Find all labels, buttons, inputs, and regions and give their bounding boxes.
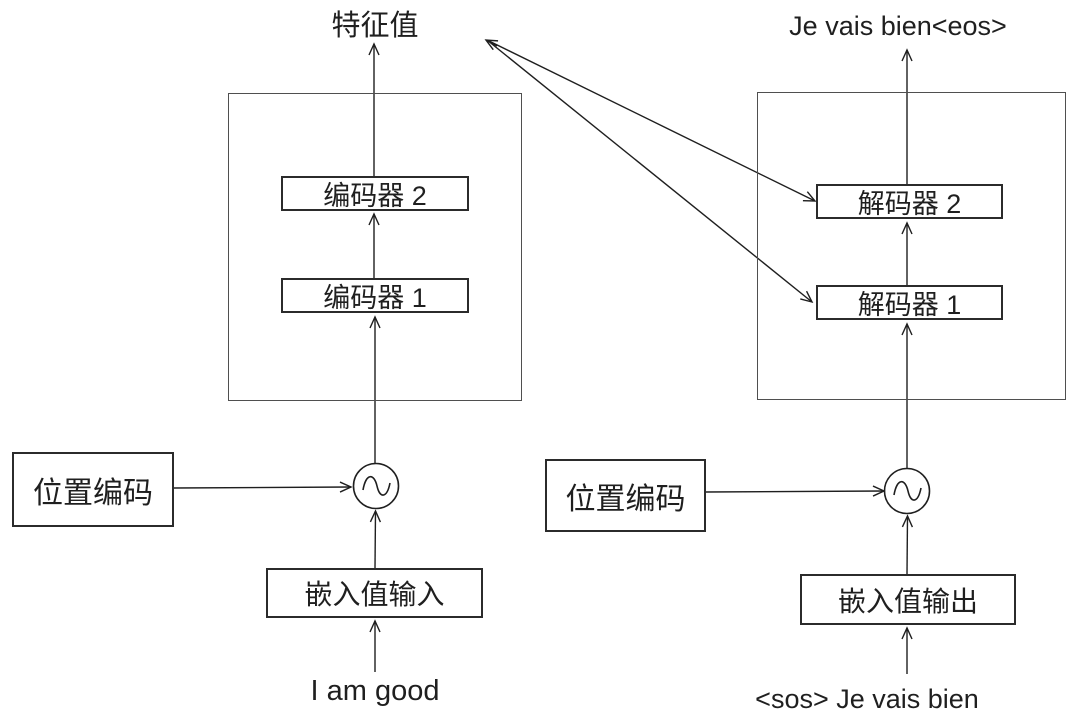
encoder-pos-encoding-box: 位置编码 (12, 452, 174, 527)
feature-fanout-arrowhead (484, 39, 499, 51)
encoder-embedding-box: 嵌入值输入 (266, 568, 483, 618)
sine-wave-icon (352, 462, 400, 510)
decoder-block-2: 解码器 2 (816, 184, 1003, 219)
posenc-to-posadd-arrow-right (705, 485, 886, 497)
sine-wave-icon (883, 467, 931, 515)
encoder-block-1: 编码器 1 (281, 278, 469, 313)
embedding-to-posadd-arrow-right (901, 514, 914, 575)
encoder-block-2: 编码器 2 (281, 176, 469, 211)
feature-to-decoder2-arrow (486, 39, 817, 202)
decoder-embedding-box: 嵌入值输出 (800, 574, 1016, 625)
decoder-output-label: Je vais bien<eos> (789, 10, 1007, 41)
decoder-stack-box (757, 92, 1066, 400)
encoder-stack-box (228, 93, 522, 401)
encoder-input-text: I am good (310, 674, 440, 707)
embedding-to-posadd-arrow (369, 509, 382, 569)
posenc-to-posadd-arrow (173, 481, 353, 493)
decoder-block-1: 解码器 1 (816, 285, 1003, 320)
decoder-pos-encoding-box: 位置编码 (545, 459, 706, 532)
encoder-output-label: 特征值 (331, 10, 419, 42)
decoder-input-text: <sos> Je vais bien (755, 683, 979, 714)
